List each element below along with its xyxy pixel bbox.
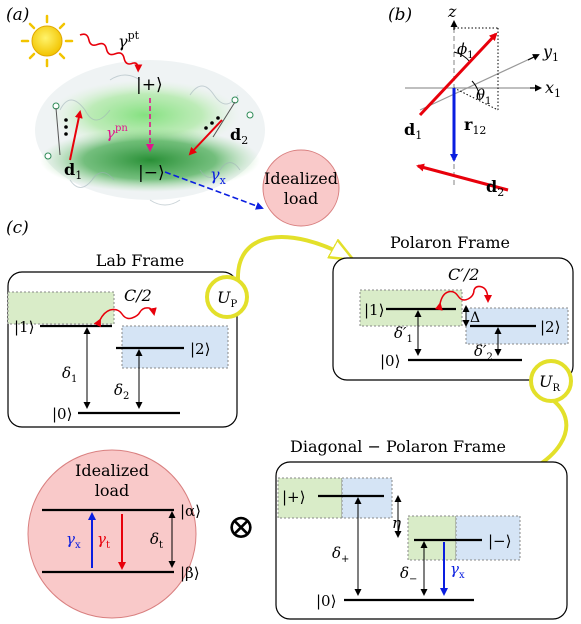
diag-polaron-frame-panel: Diagonal − Polaron Frame |+⟩ |−⟩ |0⟩ η δ… bbox=[275, 437, 568, 620]
diag-minus-green-box bbox=[407, 515, 457, 561]
gamma-x-transfer-arrow bbox=[164, 171, 264, 210]
diag-plus-green-box bbox=[277, 477, 343, 519]
idealized-load-circle bbox=[27, 449, 197, 619]
lab-coupling-label: C/2 bbox=[124, 286, 152, 305]
gamma-pt-label: γpt bbox=[118, 29, 140, 51]
lab-frame-panel: Lab Frame |1⟩ |2⟩ |0⟩ δ1 δ2 C/2 bbox=[7, 251, 238, 428]
d2-label-a: d2 bbox=[230, 125, 248, 147]
transform-up: UP bbox=[205, 235, 350, 319]
projection-floor bbox=[453, 87, 499, 111]
load-line1-a: Idealized bbox=[264, 169, 338, 188]
load-ket-alpha: |α⟩ bbox=[180, 502, 201, 520]
lab-ket0: |0⟩ bbox=[52, 405, 72, 423]
diag-minus-blue-box bbox=[455, 515, 521, 561]
polaron-frame-title: Polaron Frame bbox=[390, 233, 510, 252]
y1-label: y1 bbox=[542, 42, 559, 64]
x1-label: x1 bbox=[545, 78, 561, 100]
up-circle bbox=[205, 275, 249, 319]
diag-plus-blue-box bbox=[341, 477, 393, 519]
d1-label-b: d1 bbox=[404, 120, 422, 142]
diag-ket-minus: |−⟩ bbox=[488, 532, 511, 550]
sun-icon bbox=[20, 14, 74, 68]
pol-delta2: δ′2 bbox=[474, 342, 493, 363]
z-label: z bbox=[447, 2, 457, 21]
diag-delta-plus: δ+ bbox=[332, 544, 349, 565]
panel-a: (a) bbox=[6, 5, 340, 227]
ur-circle bbox=[529, 359, 573, 403]
pol-Delta: Δ bbox=[470, 310, 480, 326]
lab-coupling-wave bbox=[93, 307, 157, 328]
panel-b: (b) z x1 y1 ϕ1 θ1 d1 r12 d2 bbox=[388, 2, 561, 199]
diag-gamma-x: γx bbox=[450, 560, 465, 581]
load-gamma-t: γt bbox=[97, 530, 110, 551]
up-label: UP bbox=[217, 288, 237, 310]
d2-vector bbox=[416, 163, 509, 192]
pol-delta1: δ′1 bbox=[394, 324, 413, 345]
diag-ket0: |0⟩ bbox=[316, 592, 336, 610]
d2-label-b: d2 bbox=[486, 177, 504, 199]
polaron-frame-panel: Polaron Frame |1⟩ |2⟩ |0⟩ δ′1 δ′2 Δ C′/2 bbox=[332, 233, 574, 381]
dipole-d2: d2 bbox=[188, 96, 254, 156]
load-gamma-x: γx bbox=[66, 530, 81, 551]
idealized-load-panel: Idealized load |α⟩ |β⟩ γx γt δt bbox=[27, 449, 201, 619]
panel-label-b: (b) bbox=[388, 5, 412, 25]
diag-frame-title: Diagonal − Polaron Frame bbox=[290, 437, 506, 456]
load-delta-t: δt bbox=[150, 530, 163, 551]
d1-label-a: d1 bbox=[64, 160, 82, 182]
gamma-x-label-a: γx bbox=[210, 165, 227, 187]
pol-ket1: |1⟩ bbox=[364, 301, 384, 319]
pol-coupling-wave bbox=[434, 285, 492, 311]
idealized-load-small bbox=[262, 149, 340, 227]
tensor-product-symbol: ⊗ bbox=[227, 507, 256, 547]
diag-delta-minus: δ− bbox=[400, 564, 417, 585]
lab-ket2: |2⟩ bbox=[190, 340, 210, 358]
pol-ket2: |2⟩ bbox=[540, 318, 560, 336]
gamma-pn-label: γpn bbox=[106, 123, 128, 142]
photon-absorption-arrow bbox=[79, 33, 143, 73]
pol-coupling-label: C′/2 bbox=[448, 265, 479, 284]
lab-ket1: |1⟩ bbox=[14, 318, 34, 336]
up-transform-arrow bbox=[235, 235, 350, 281]
panel-label-a: (a) bbox=[6, 5, 29, 25]
ket-plus-a: |+⟩ bbox=[136, 75, 163, 95]
diag-eta: η bbox=[392, 514, 401, 532]
y-axis-arrowhead bbox=[527, 54, 540, 61]
load-line2-a: load bbox=[284, 189, 319, 208]
load-ket-beta: |β⟩ bbox=[180, 564, 200, 582]
load-line1: Idealized bbox=[75, 461, 149, 480]
y-axis bbox=[419, 55, 537, 111]
ket-minus-a: |−⟩ bbox=[138, 163, 165, 183]
lab-delta2: δ2 bbox=[114, 381, 129, 402]
d1-vector bbox=[418, 32, 498, 117]
pol-ket0: |0⟩ bbox=[380, 352, 400, 370]
dipole-d1: d1 bbox=[44, 102, 83, 182]
theta-arc bbox=[471, 80, 481, 101]
load-line2: load bbox=[95, 481, 130, 500]
theta1-label: θ1 bbox=[476, 86, 491, 107]
diag-ket-plus: |+⟩ bbox=[282, 488, 305, 506]
phi1-label: ϕ1 bbox=[457, 40, 474, 61]
lab-delta1: δ1 bbox=[62, 364, 77, 385]
lab-frame-title: Lab Frame bbox=[96, 251, 184, 270]
r12-label: r12 bbox=[464, 115, 486, 137]
panel-label-c: (c) bbox=[6, 218, 29, 238]
ur-label: UR bbox=[539, 372, 560, 394]
